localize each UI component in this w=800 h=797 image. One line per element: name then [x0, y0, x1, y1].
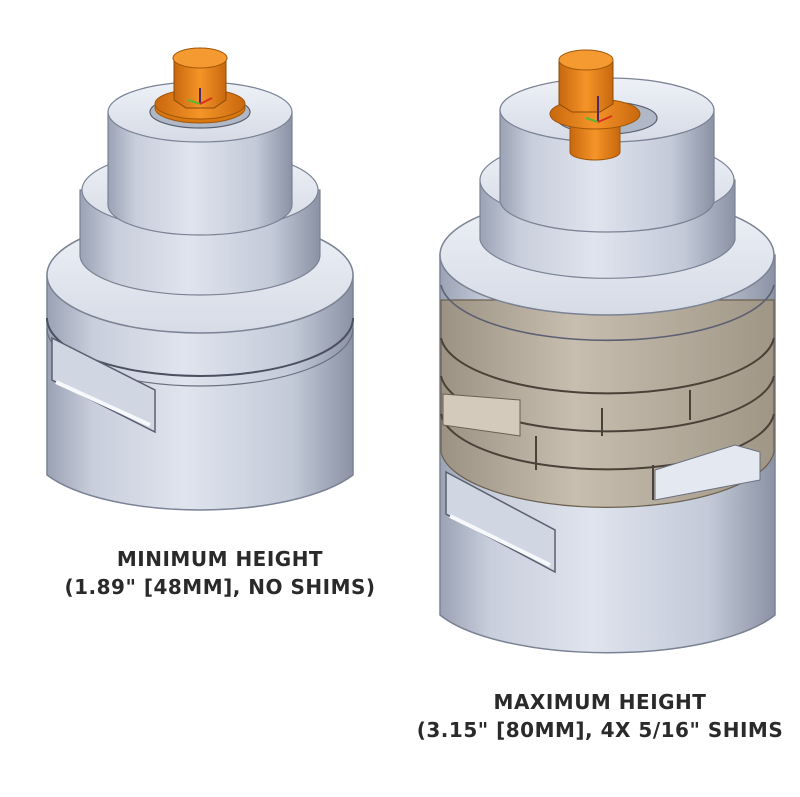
adjustment-slot	[445, 470, 556, 574]
adjustment-slot	[51, 336, 156, 434]
orange-bolt	[154, 47, 246, 124]
orange-bolt	[549, 49, 641, 161]
maximum-height-caption: MAXIMUM HEIGHT (3.15" [80MM], 4X 5/16" S…	[400, 688, 800, 744]
caption-subtitle: (1.89" [48MM], NO SHIMS)	[64, 575, 376, 599]
shim-stack	[440, 299, 775, 508]
minimum-height-assembly	[46, 47, 354, 511]
minimum-height-caption: MINIMUM HEIGHT (1.89" [48MM], NO SHIMS)	[60, 545, 380, 601]
maximum-height-assembly	[439, 49, 776, 654]
caption-title: MINIMUM HEIGHT	[116, 547, 324, 571]
caption-subtitle: (3.15" [80MM], 4X 5/16" SHIMS	[416, 718, 784, 742]
caption-title: MAXIMUM HEIGHT	[493, 690, 707, 714]
